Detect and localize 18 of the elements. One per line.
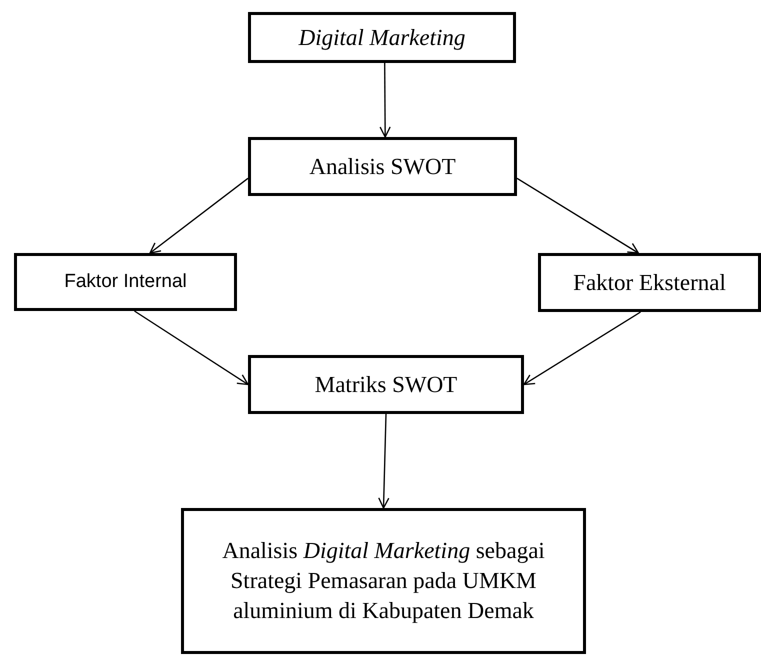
node-label: Faktor Eksternal bbox=[573, 268, 726, 297]
process-box bbox=[538, 253, 761, 312]
result-box bbox=[181, 508, 586, 654]
arrow bbox=[149, 178, 248, 254]
title-box bbox=[248, 12, 516, 63]
arrow bbox=[378, 414, 390, 509]
process-box bbox=[248, 355, 524, 414]
node-label: Digital Marketing bbox=[298, 24, 466, 52]
arrow bbox=[134, 310, 249, 386]
node-label: Matriks SWOT bbox=[314, 370, 458, 399]
node-label: Analisis Digital Marketing sebagai Strategi Pemasaran pada UMKM aluminium di Kabupaten Demak bbox=[221, 537, 546, 625]
process-box bbox=[248, 137, 517, 196]
process-box bbox=[14, 253, 237, 311]
arrow bbox=[379, 63, 391, 138]
arrow bbox=[523, 311, 641, 386]
arrow bbox=[516, 178, 639, 254]
node-label: Faktor Internal bbox=[64, 270, 187, 294]
node-label: Analisis SWOT bbox=[309, 152, 456, 181]
